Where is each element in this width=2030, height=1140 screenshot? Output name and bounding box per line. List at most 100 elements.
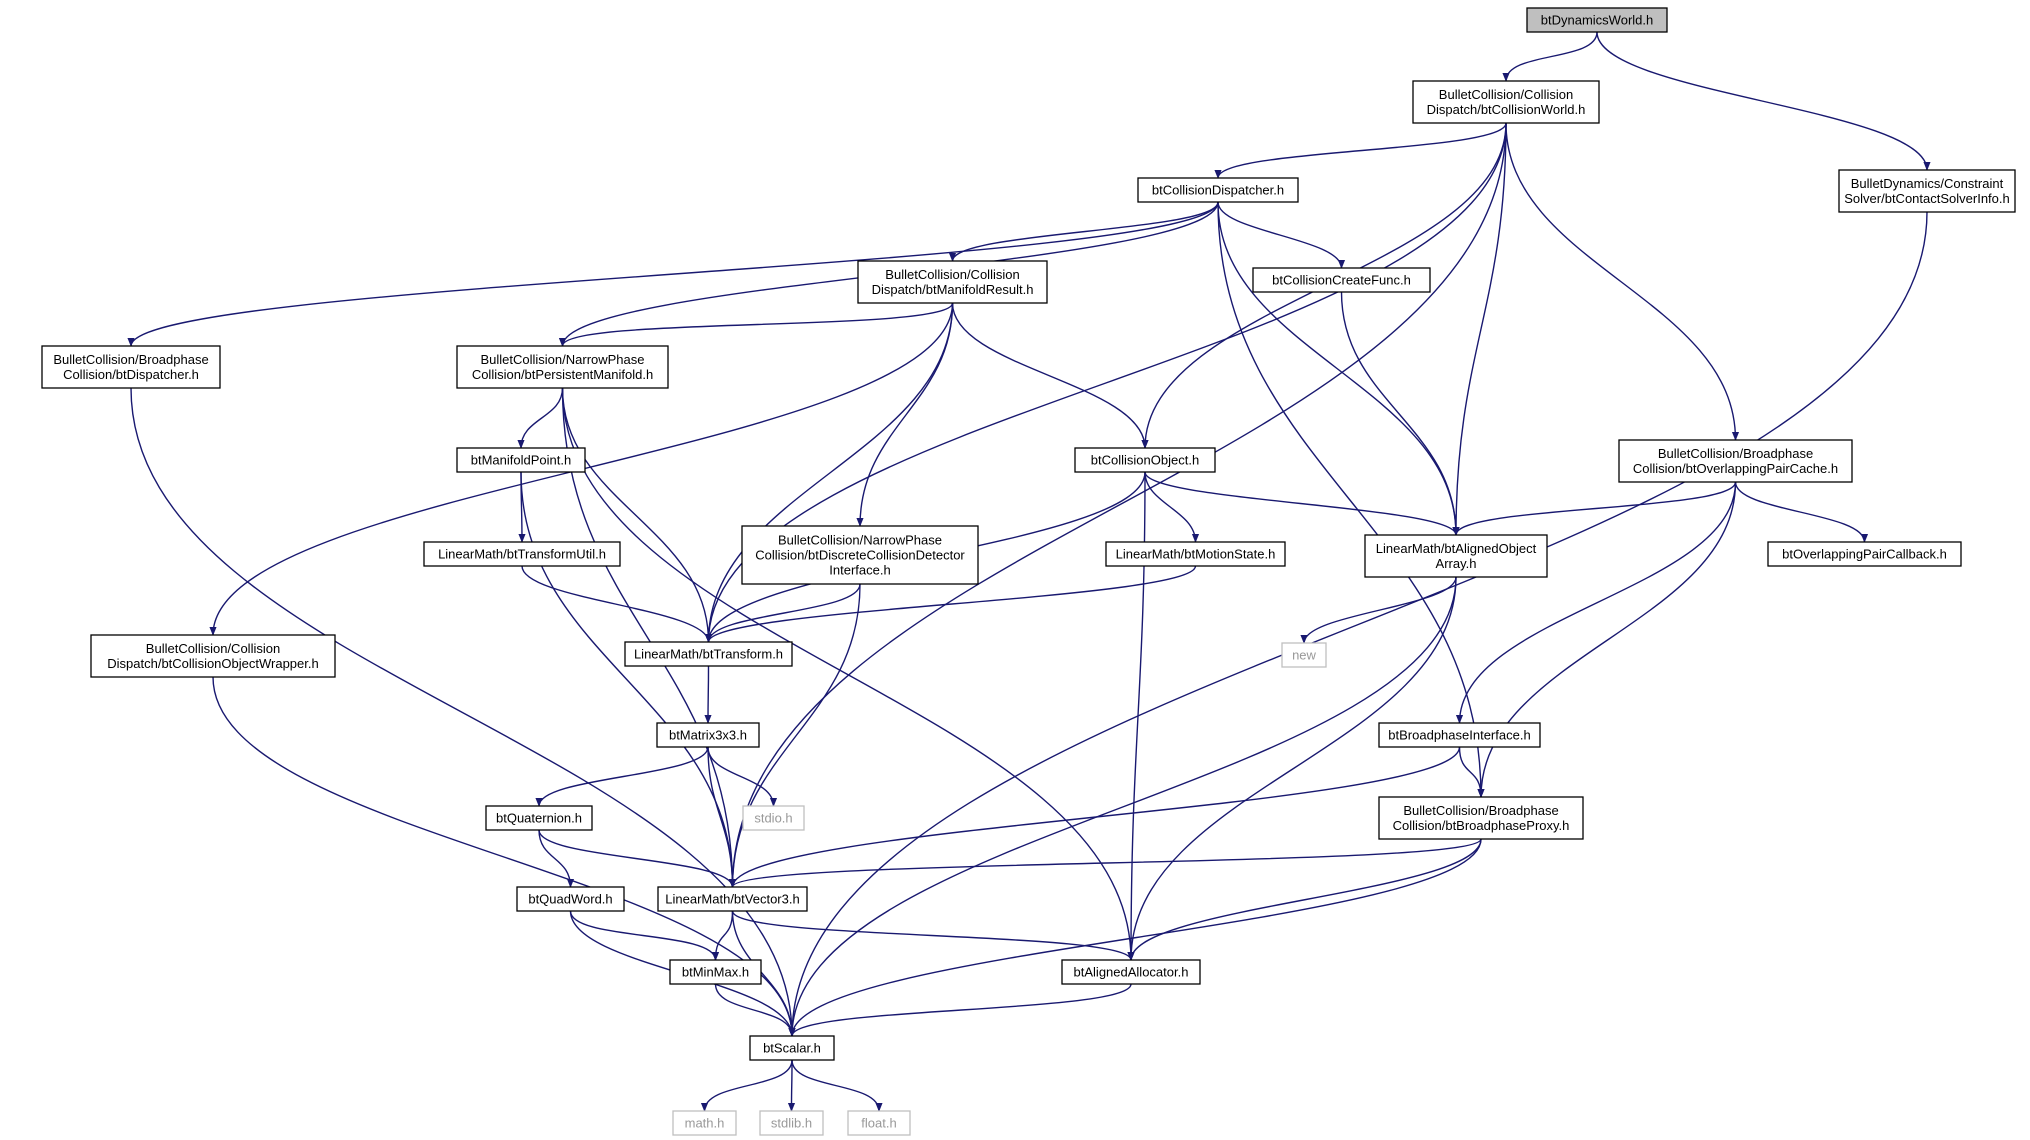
node-btdynamicsworld-h[interactable]: btDynamicsWorld.h: [1526, 7, 1668, 33]
node-box: [656, 722, 760, 748]
node-box: [1364, 534, 1548, 578]
edge-dyn-to-csi: [1596, 31, 1931, 171]
edge-cd-to-bp: [1217, 201, 1485, 798]
node-bulletcollision-collision-dispatch-btcollisionworld-h[interactable]: BulletCollision/CollisionDispatch/btColl…: [1412, 80, 1600, 124]
node-stdlib-h: stdlib.h: [759, 1110, 824, 1136]
node-btcollisioncreatefunc-h[interactable]: btCollisionCreateFunc.h: [1252, 267, 1431, 293]
node-box: [857, 260, 1048, 304]
node-label-line: btCollisionDispatcher.h: [1152, 183, 1284, 198]
edge-aoa-to-sc: [788, 576, 1457, 1037]
edge-cw-to-v3: [728, 122, 1507, 888]
edge-dyn-to-cw: [1502, 31, 1598, 82]
node-linearmath-bttransformutil-h[interactable]: LinearMath/btTransformUtil.h: [423, 541, 621, 567]
node-box: [90, 634, 336, 678]
node-label-line: btCollisionObject.h: [1091, 453, 1199, 468]
edge-opc-to-bi: [1455, 481, 1737, 724]
edge-quat-to-v3: [538, 829, 737, 888]
edge-opc-to-opcb: [1734, 481, 1869, 543]
node-box: [657, 886, 808, 912]
edge-tu-to-tr: [521, 565, 713, 643]
edge-bp-to-sc: [788, 838, 1482, 1037]
node-box: [1526, 7, 1668, 33]
node-btcollisiondispatcher-h[interactable]: btCollisionDispatcher.h: [1137, 177, 1299, 203]
node-box: [742, 805, 805, 831]
node-bulletcollision-broadphase-collision-btbroadphaseproxy-h[interactable]: BulletCollision/BroadphaseCollision/btBr…: [1378, 796, 1584, 840]
node-label-line: btOverlappingPairCallback.h: [1782, 547, 1947, 562]
node-label-line: BulletCollision/Collision: [146, 641, 280, 656]
node-label-line: Collision/btOverlappingPairCache.h: [1633, 461, 1838, 476]
node-label-line: Collision/btBroadphaseProxy.h: [1393, 818, 1570, 833]
node-bulletcollision-broadphase-collision-btoverlappingpaircache-h[interactable]: BulletCollision/BroadphaseCollision/btOv…: [1618, 439, 1853, 483]
node-linearmath-bttransform-h[interactable]: LinearMath/btTransform.h: [624, 641, 793, 667]
node-btquaternion-h[interactable]: btQuaternion.h: [485, 805, 593, 831]
node-linearmath-btvector3-h[interactable]: LinearMath/btVector3.h: [657, 886, 808, 912]
node-btoverlappingpaircallback-h[interactable]: btOverlappingPairCallback.h: [1767, 541, 1962, 567]
edge-pm-to-tr: [561, 387, 713, 643]
node-label-line: btCollisionCreateFunc.h: [1272, 273, 1411, 288]
node-btmatrix3x3-h[interactable]: btMatrix3x3.h: [656, 722, 760, 748]
edge-sc-to-float: [791, 1059, 883, 1112]
node-label-line: BulletCollision/Broadphase: [1658, 446, 1813, 461]
node-label-line: LinearMath/btAlignedObject: [1376, 541, 1537, 556]
node-label-line: Collision/btDiscreteCollisionDetector: [755, 548, 965, 563]
edge-cd-to-ccf: [1217, 201, 1346, 269]
node-label-line: LinearMath/btVector3.h: [665, 892, 799, 907]
edge-pm-to-aa: [561, 387, 1135, 961]
edge-cd-to-mr: [948, 201, 1219, 262]
node-box: [1252, 267, 1431, 293]
edge-bi-to-v3: [728, 746, 1461, 888]
node-btalignedallocator-h[interactable]: btAlignedAllocator.h: [1061, 959, 1201, 985]
node-stdio-h: stdio.h: [742, 805, 805, 831]
node-linearmath-btmotionstate-h[interactable]: LinearMath/btMotionState.h: [1105, 541, 1286, 567]
node-bulletcollision-collision-dispatch-btcollisionobjectwrapper-h[interactable]: BulletCollision/CollisionDispatch/btColl…: [90, 634, 336, 678]
node-label-line: Dispatch/btCollisionWorld.h: [1427, 102, 1586, 117]
edge-opc-to-bp: [1477, 481, 1737, 798]
node-btminmax-h[interactable]: btMinMax.h: [669, 959, 762, 985]
node-label-line: LinearMath/btTransformUtil.h: [438, 547, 606, 562]
node-label-line: btDynamicsWorld.h: [1541, 13, 1653, 28]
edge-cd-to-disp: [127, 201, 1219, 347]
node-label-line: Dispatch/btCollisionObjectWrapper.h: [107, 656, 318, 671]
node-bulletcollision-collision-dispatch-btmanifoldresult-h[interactable]: BulletCollision/CollisionDispatch/btMani…: [857, 260, 1048, 304]
node-box: [1838, 169, 2016, 213]
node-bulletdynamics-constraint-solver-btcontactsolverinfo-h[interactable]: BulletDynamics/ConstraintSolver/btContac…: [1838, 169, 2016, 213]
node-box: [672, 1110, 737, 1136]
edge-v3-to-sc: [731, 910, 796, 1037]
edge-bi-to-bp: [1458, 746, 1485, 798]
node-btmanifoldpoint-h[interactable]: btManifoldPoint.h: [456, 447, 586, 473]
node-label-line: Collision/btPersistentManifold.h: [472, 367, 653, 382]
node-box: [456, 345, 669, 389]
node-bulletcollision-narrowphase-collision-btpersistentmanifold-h[interactable]: BulletCollision/NarrowPhaseCollision/btP…: [456, 345, 669, 389]
node-label-line: BulletDynamics/Constraint: [1851, 176, 2004, 191]
node-box: [1105, 541, 1286, 567]
node-label-line: LinearMath/btMotionState.h: [1116, 547, 1276, 562]
node-label-line: Array.h: [1436, 556, 1477, 571]
node-btbroadphaseinterface-h[interactable]: btBroadphaseInterface.h: [1378, 722, 1541, 748]
edge-bp-to-v3: [729, 838, 1482, 888]
edge-quat-to-qw: [538, 829, 575, 888]
node-box: [1767, 541, 1962, 567]
node-btcollisionobject-h[interactable]: btCollisionObject.h: [1074, 447, 1216, 473]
edge-aoa-to-new: [1300, 576, 1457, 644]
edge-m33-to-v3: [707, 746, 737, 888]
node-btquadword-h[interactable]: btQuadWord.h: [516, 886, 625, 912]
edge-v3-to-mm: [711, 910, 734, 961]
node-label-line: stdio.h: [754, 811, 792, 826]
edge-layer: [127, 31, 1931, 1112]
node-box: [41, 345, 221, 389]
node-box: [1074, 447, 1216, 473]
edge-opc-to-aoa: [1452, 481, 1737, 536]
node-label-line: LinearMath/btTransform.h: [634, 647, 783, 662]
node-btscalar-h[interactable]: btScalar.h: [749, 1035, 835, 1061]
node-label-line: BulletCollision/Broadphase: [53, 352, 208, 367]
node-bulletcollision-broadphase-collision-btdispatcher-h[interactable]: BulletCollision/BroadphaseCollision/btDi…: [41, 345, 221, 389]
edge-co-to-aoa: [1144, 471, 1460, 536]
edge-mr-to-pm: [559, 302, 954, 347]
node-label-line: btQuaternion.h: [496, 811, 582, 826]
edge-mr-to-co: [951, 302, 1149, 449]
node-bulletcollision-narrowphase-collision-btdiscretecollisiondetector-interface-h[interactable]: BulletCollision/NarrowPhaseCollision/btD…: [741, 525, 979, 585]
edge-cw-to-cd: [1214, 122, 1507, 179]
node-label-line: btQuadWord.h: [528, 892, 612, 907]
edge-aa-to-sc: [788, 983, 1132, 1037]
